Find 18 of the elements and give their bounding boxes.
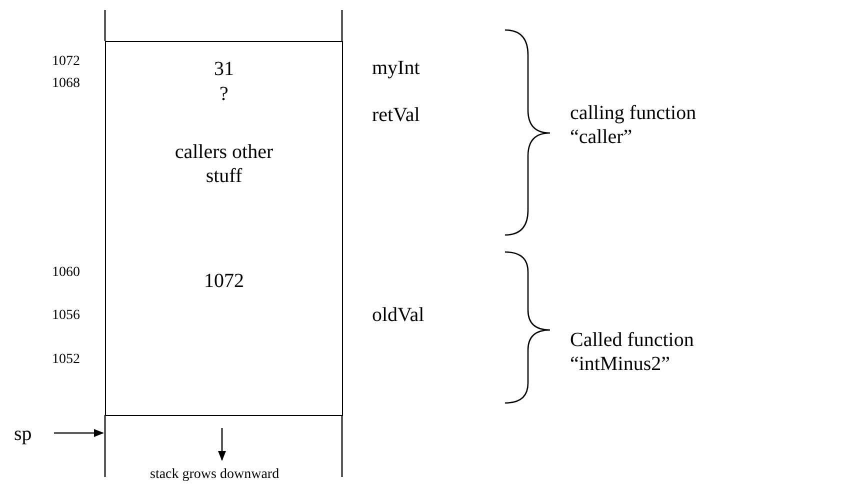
brace-label: calling function “caller” [570, 101, 698, 149]
value-text: ? [218, 82, 230, 106]
value-text: 31 [213, 57, 235, 81]
address-label: 1052 [52, 352, 80, 368]
brace-label: Called function “intMinus2” [570, 328, 695, 376]
address-label: 1068 [52, 76, 80, 92]
variable-name: oldVal [372, 303, 424, 327]
address-label: 1056 [52, 308, 80, 324]
address-label: 1072 [52, 54, 80, 70]
pointer-label: sp [14, 422, 32, 446]
value-text: callers other stuff [174, 140, 274, 188]
variable-name: myInt [372, 56, 420, 80]
value-text: 1072 [203, 269, 245, 293]
address-label: 1060 [52, 265, 80, 281]
arrow [54, 429, 104, 437]
stack-frame [105, 41, 343, 416]
variable-name: retVal [372, 103, 420, 127]
caption-text: stack grows downward [150, 467, 280, 483]
